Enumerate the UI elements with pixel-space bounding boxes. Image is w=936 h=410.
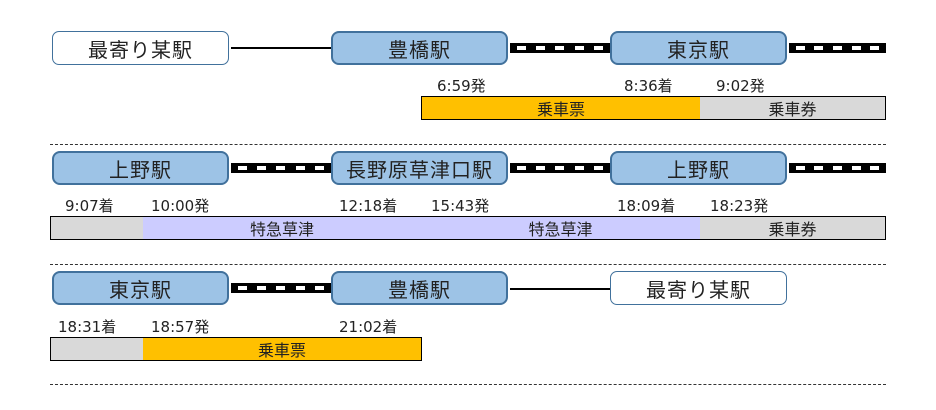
departure-time: 10:00発 bbox=[151, 197, 210, 215]
ticket-label: 乗車券 bbox=[768, 220, 817, 239]
local-line-track bbox=[510, 288, 610, 290]
departure-time: 18:23発 bbox=[710, 197, 769, 215]
ticket-segment-limited-express: 特急草津 bbox=[421, 216, 701, 240]
row-separator bbox=[50, 264, 886, 265]
ticket-segment-limited-express: 特急草津 bbox=[143, 216, 422, 240]
departure-time: 15:43発 bbox=[431, 197, 490, 215]
jr-line-track bbox=[231, 163, 331, 173]
local-line-track bbox=[231, 47, 331, 49]
ticket-segment-fare: 乗車券 bbox=[700, 216, 886, 240]
ticket-segment-blank bbox=[50, 216, 144, 240]
station-label: 上野駅 bbox=[109, 157, 172, 182]
ticket-segment-fare: 乗車券 bbox=[700, 96, 886, 120]
ticket-label: 特急草津 bbox=[249, 220, 314, 239]
station-toyohashi: 豊橋駅 bbox=[331, 271, 508, 305]
jr-line-track bbox=[789, 43, 886, 53]
ticket-label: 特急草津 bbox=[528, 220, 593, 239]
station-label: 豊橋駅 bbox=[388, 277, 451, 302]
station-label: 最寄り某駅 bbox=[646, 277, 751, 302]
jr-line-track bbox=[510, 43, 610, 53]
ticket-label: 乗車票 bbox=[536, 100, 585, 119]
ticket-label: 乗車票 bbox=[257, 341, 306, 360]
station-home-origin: 最寄り某駅 bbox=[52, 31, 229, 65]
departure-time: 18:57発 bbox=[151, 318, 210, 336]
jr-line-track bbox=[789, 163, 886, 173]
row-separator bbox=[50, 144, 886, 145]
ticket-segment-ordinary: 乗車票 bbox=[143, 337, 422, 361]
arrival-time: 8:36着 bbox=[624, 77, 673, 95]
station-tokyo: 東京駅 bbox=[610, 31, 787, 65]
station-label: 上野駅 bbox=[667, 157, 730, 182]
arrival-time: 9:07着 bbox=[65, 197, 114, 215]
station-ueno: 上野駅 bbox=[52, 151, 229, 185]
row-separator bbox=[50, 384, 886, 385]
station-tokyo: 東京駅 bbox=[52, 271, 229, 305]
station-label: 豊橋駅 bbox=[388, 37, 451, 62]
station-label: 東京駅 bbox=[109, 277, 172, 302]
station-label: 東京駅 bbox=[667, 37, 730, 62]
station-ueno: 上野駅 bbox=[610, 151, 787, 185]
station-toyohashi: 豊橋駅 bbox=[331, 31, 508, 65]
station-home-destination: 最寄り某駅 bbox=[610, 271, 787, 305]
station-naganohara-kusatsuguchi: 長野原草津口駅 bbox=[331, 151, 508, 185]
jr-line-track bbox=[231, 283, 331, 293]
jr-line-track bbox=[510, 163, 610, 173]
arrival-time: 21:02着 bbox=[339, 318, 398, 336]
station-label: 長野原草津口駅 bbox=[346, 157, 493, 182]
arrival-time: 12:18着 bbox=[339, 197, 398, 215]
ticket-label: 乗車券 bbox=[768, 100, 817, 119]
station-label: 最寄り某駅 bbox=[88, 37, 193, 62]
departure-time: 9:02発 bbox=[716, 77, 765, 95]
departure-time: 6:59発 bbox=[437, 77, 486, 95]
arrival-time: 18:31着 bbox=[58, 318, 117, 336]
arrival-time: 18:09着 bbox=[617, 197, 676, 215]
ticket-segment-blank bbox=[50, 337, 144, 361]
ticket-segment-ordinary: 乗車票 bbox=[421, 96, 701, 120]
